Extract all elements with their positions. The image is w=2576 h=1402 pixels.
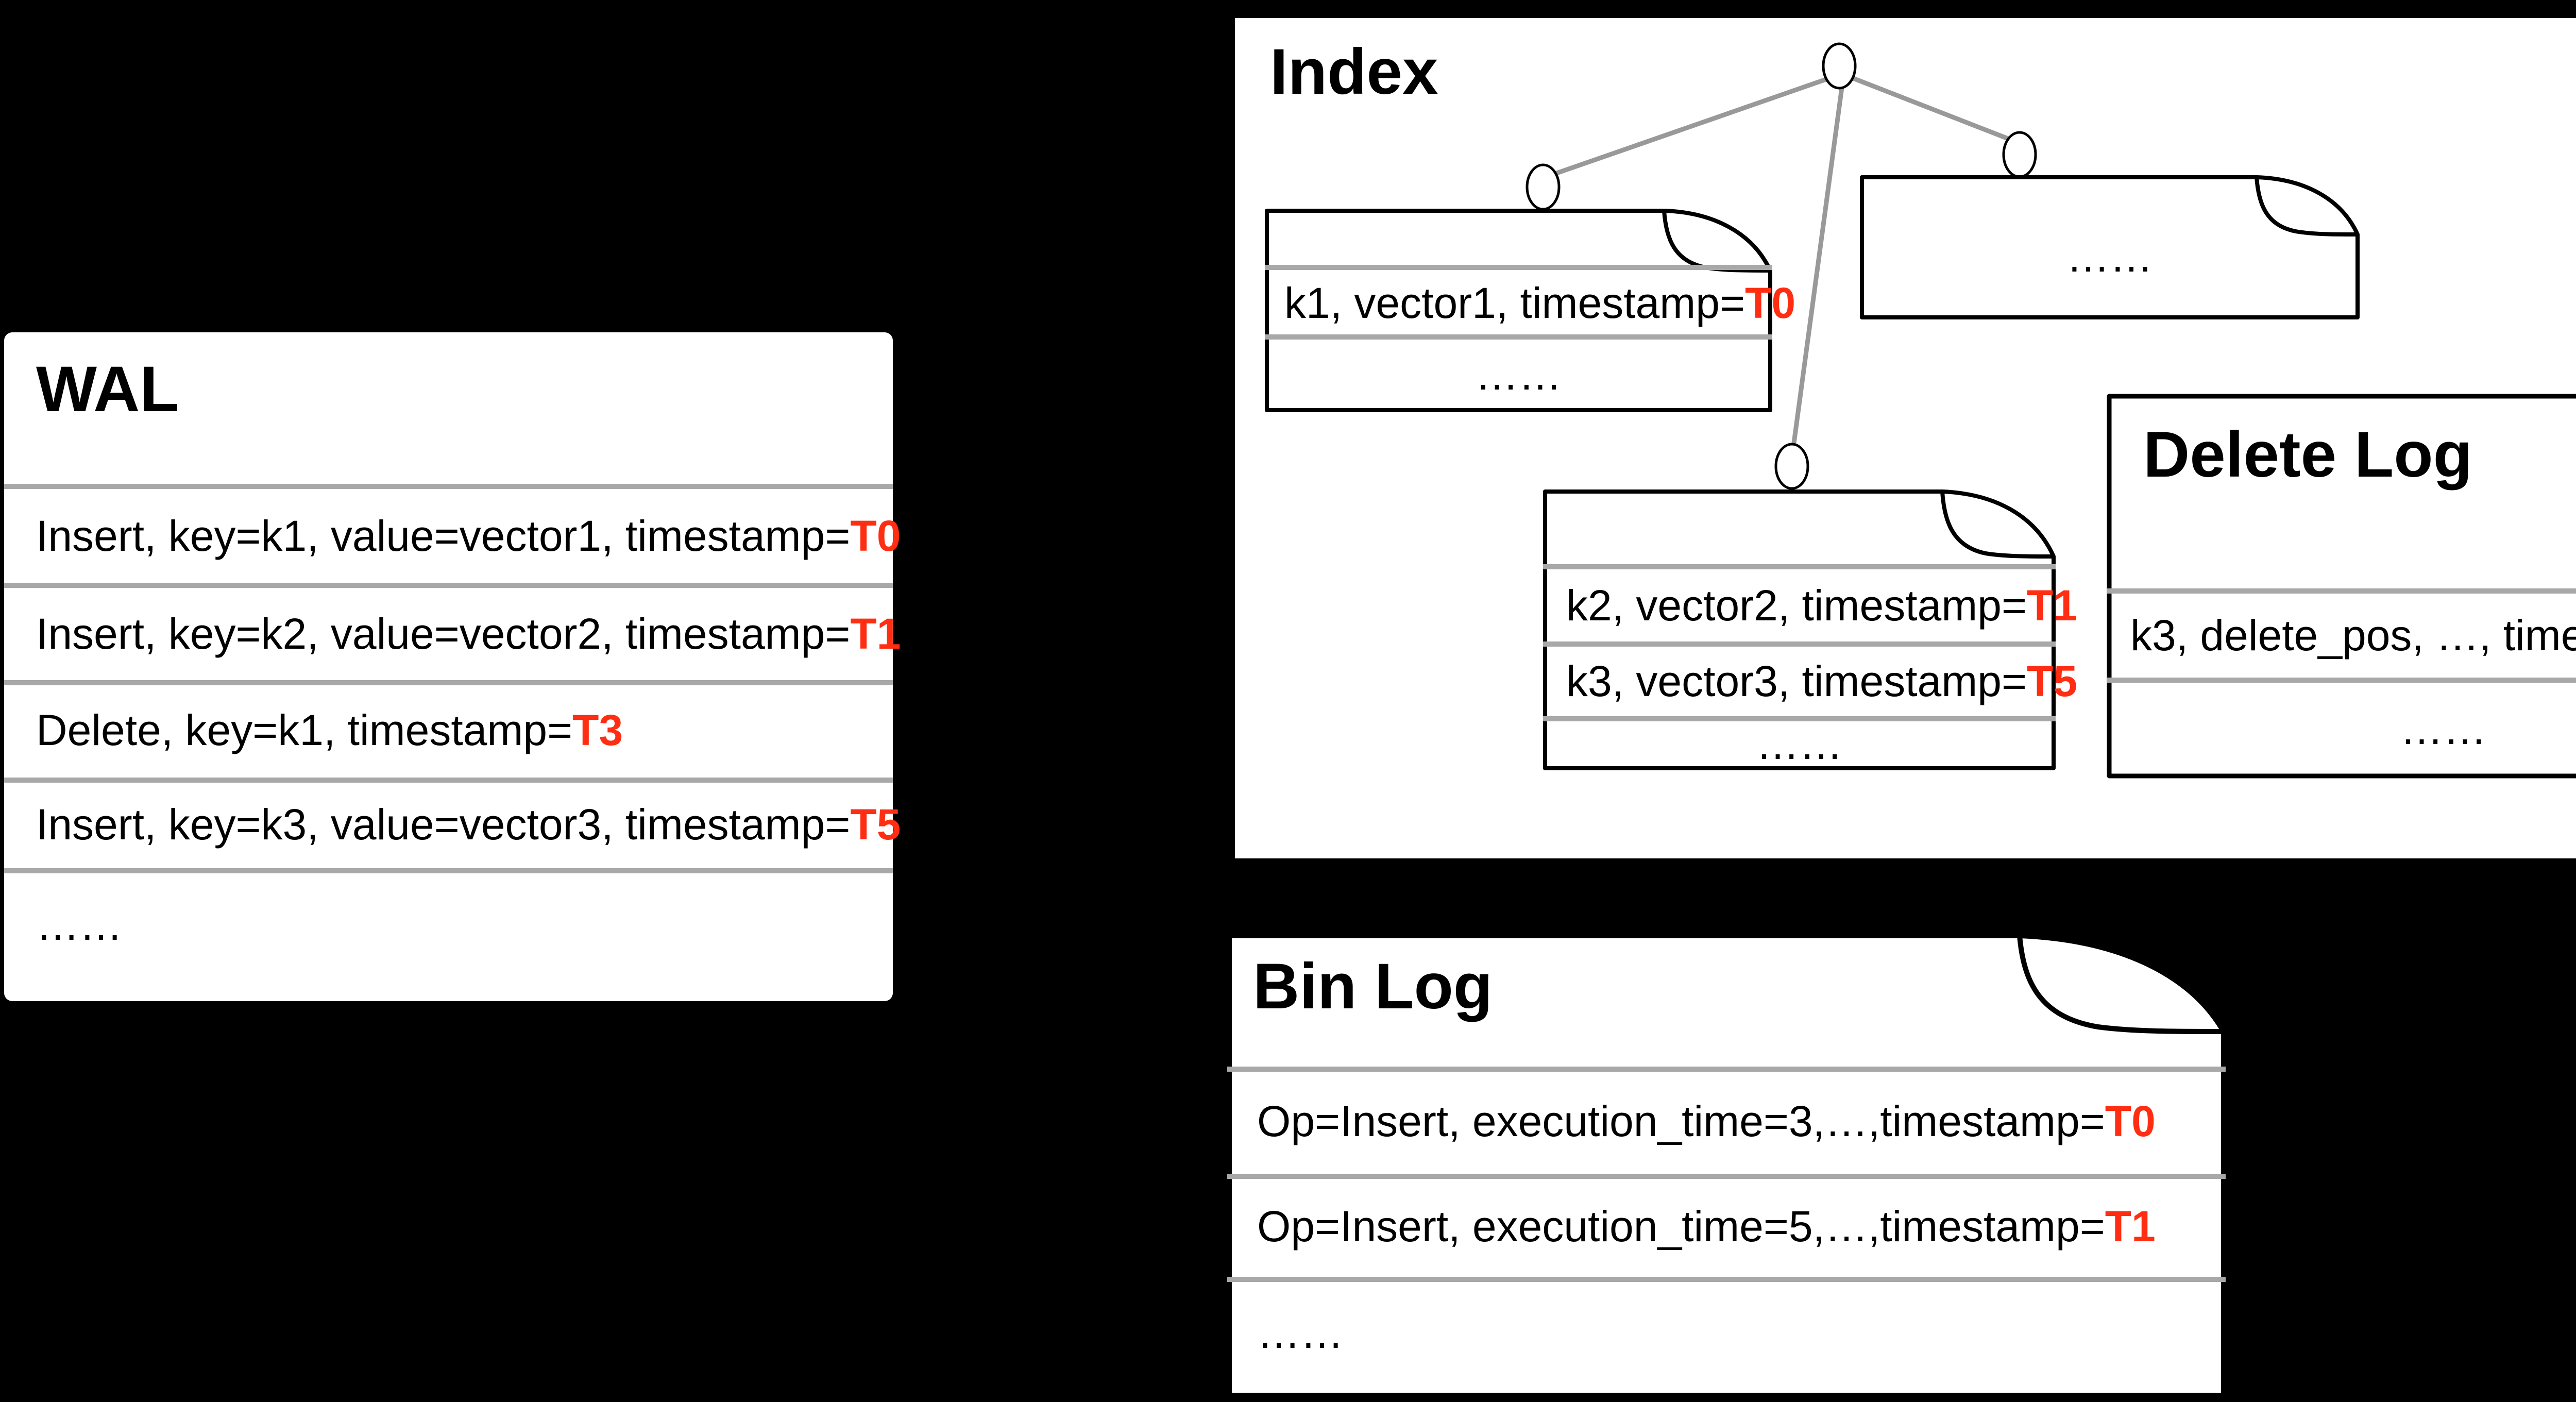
wal-row: Delete, key=k1, timestamp=T3 [36,708,623,752]
wal-row: Insert, key=k3, value=vector3, timestamp… [36,803,901,846]
row-text: k1, vector1, timestamp= [1284,279,1745,327]
doc-k1-ellipsis: …… [1475,350,1562,399]
doc-k2-row: k2, vector2, timestamp=T1 [1566,584,2077,627]
row-text: Insert, key=k3, value=vector3, timestamp… [36,800,851,849]
row-text: k2, vector2, timestamp= [1566,581,2027,630]
tree-edge-root-middle [1791,87,1844,447]
folded-corner-icon [2017,935,2224,1034]
divider [1543,641,2056,647]
tree-node-middle [1774,443,1809,490]
row-timestamp: T0 [1745,279,1796,327]
divider [4,778,893,783]
tree-edge-root-left [1550,76,1830,178]
row-timestamp: T1 [2105,1202,2156,1251]
wal-row: Insert, key=k1, value=vector1, timestamp… [36,514,901,558]
row-timestamp: T5 [850,800,901,849]
tree-edges [1550,75,2010,447]
row-timestamp: T3 [572,706,623,754]
divider [1543,564,2056,569]
folded-corner-icon [2255,177,2358,237]
doc-more-shape [1860,175,2360,319]
doc-k3-row: k3, vector3, timestamp=T5 [1566,660,2077,703]
divider [4,680,893,685]
wal-ellipsis: …… [36,901,123,949]
divider [1265,265,1772,270]
tree-nodes [1526,42,2037,490]
divider [4,583,893,588]
delete-log-row: k3, delete_pos, …, timestamp=T3 [2130,614,2576,657]
row-timestamp: T0 [850,512,901,560]
divider [1543,716,2056,721]
index-title: Index [1270,36,1438,108]
row-timestamp: T1 [2027,581,2078,630]
divider [1227,1277,2226,1282]
tree-edge-root-right [1850,75,2010,142]
divider [1227,1174,2226,1179]
row-text: k3, vector3, timestamp= [1566,657,2027,705]
wal-box: WAL Insert, key=k1, value=vector1, times… [4,332,901,1001]
doc-k2k3-ellipsis: …… [1756,720,1843,768]
row-timestamp: T0 [2105,1097,2156,1145]
row-text: Op=Insert, execution_time=5,…,timestamp= [1257,1202,2105,1251]
index-segment-doc-more: …… [1860,175,2360,319]
bin-log-title: Bin Log [1253,951,1493,1022]
delete-log-doc: Delete Log k3, delete_pos, …, timestamp=… [2107,394,2576,779]
tree-node-left [1526,163,1561,211]
row-text: Insert, key=k1, value=vector1, timestamp… [36,512,851,560]
wal-title: WAL [36,353,179,425]
divider [1227,1067,2226,1072]
doc-more-ellipsis: …… [2066,232,2153,281]
divider [4,868,893,873]
doc-k1-row: k1, vector1, timestamp=T0 [1284,281,1795,325]
divider [2107,588,2576,594]
row-text: Insert, key=k2, value=vector2, timestamp… [36,610,851,658]
index-segment-doc-k1: k1, vector1, timestamp=T0 …… [1265,209,1795,412]
tree-node-right [2002,131,2037,178]
row-timestamp: T1 [850,610,901,658]
delete-log-title: Delete Log [2143,419,2472,491]
row-text: Delete, key=k1, timestamp= [36,706,573,754]
doc-k1-shape [1265,209,1772,412]
divider [1265,334,1772,340]
index-segment-doc-k2k3: k2, vector2, timestamp=T1 k3, vector3, t… [1543,489,2077,770]
row-text: Op=Insert, execution_time=3,…,timestamp= [1257,1097,2105,1145]
bin-log-row: Op=Insert, execution_time=3,…,timestamp=… [1257,1100,2156,1143]
row-timestamp: T5 [2027,657,2078,705]
delete-log-ellipsis: …… [2400,705,2487,753]
row-text: k3, delete_pos, …, timestamp= [2130,611,2576,660]
divider [4,484,893,489]
folded-corner-icon [1940,491,2054,559]
bin-log-doc: Bin Log Op=Insert, execution_time=3,…,ti… [1227,933,2226,1398]
divider [2107,678,2576,683]
wal-row: Insert, key=k2, value=vector2, timestamp… [36,612,901,655]
bin-log-row: Op=Insert, execution_time=5,…,timestamp=… [1257,1205,2156,1248]
doc-k2k3-shape [1543,489,2056,770]
tree-node-root [1822,42,1857,90]
bin-log-ellipsis: …… [1257,1309,1344,1357]
